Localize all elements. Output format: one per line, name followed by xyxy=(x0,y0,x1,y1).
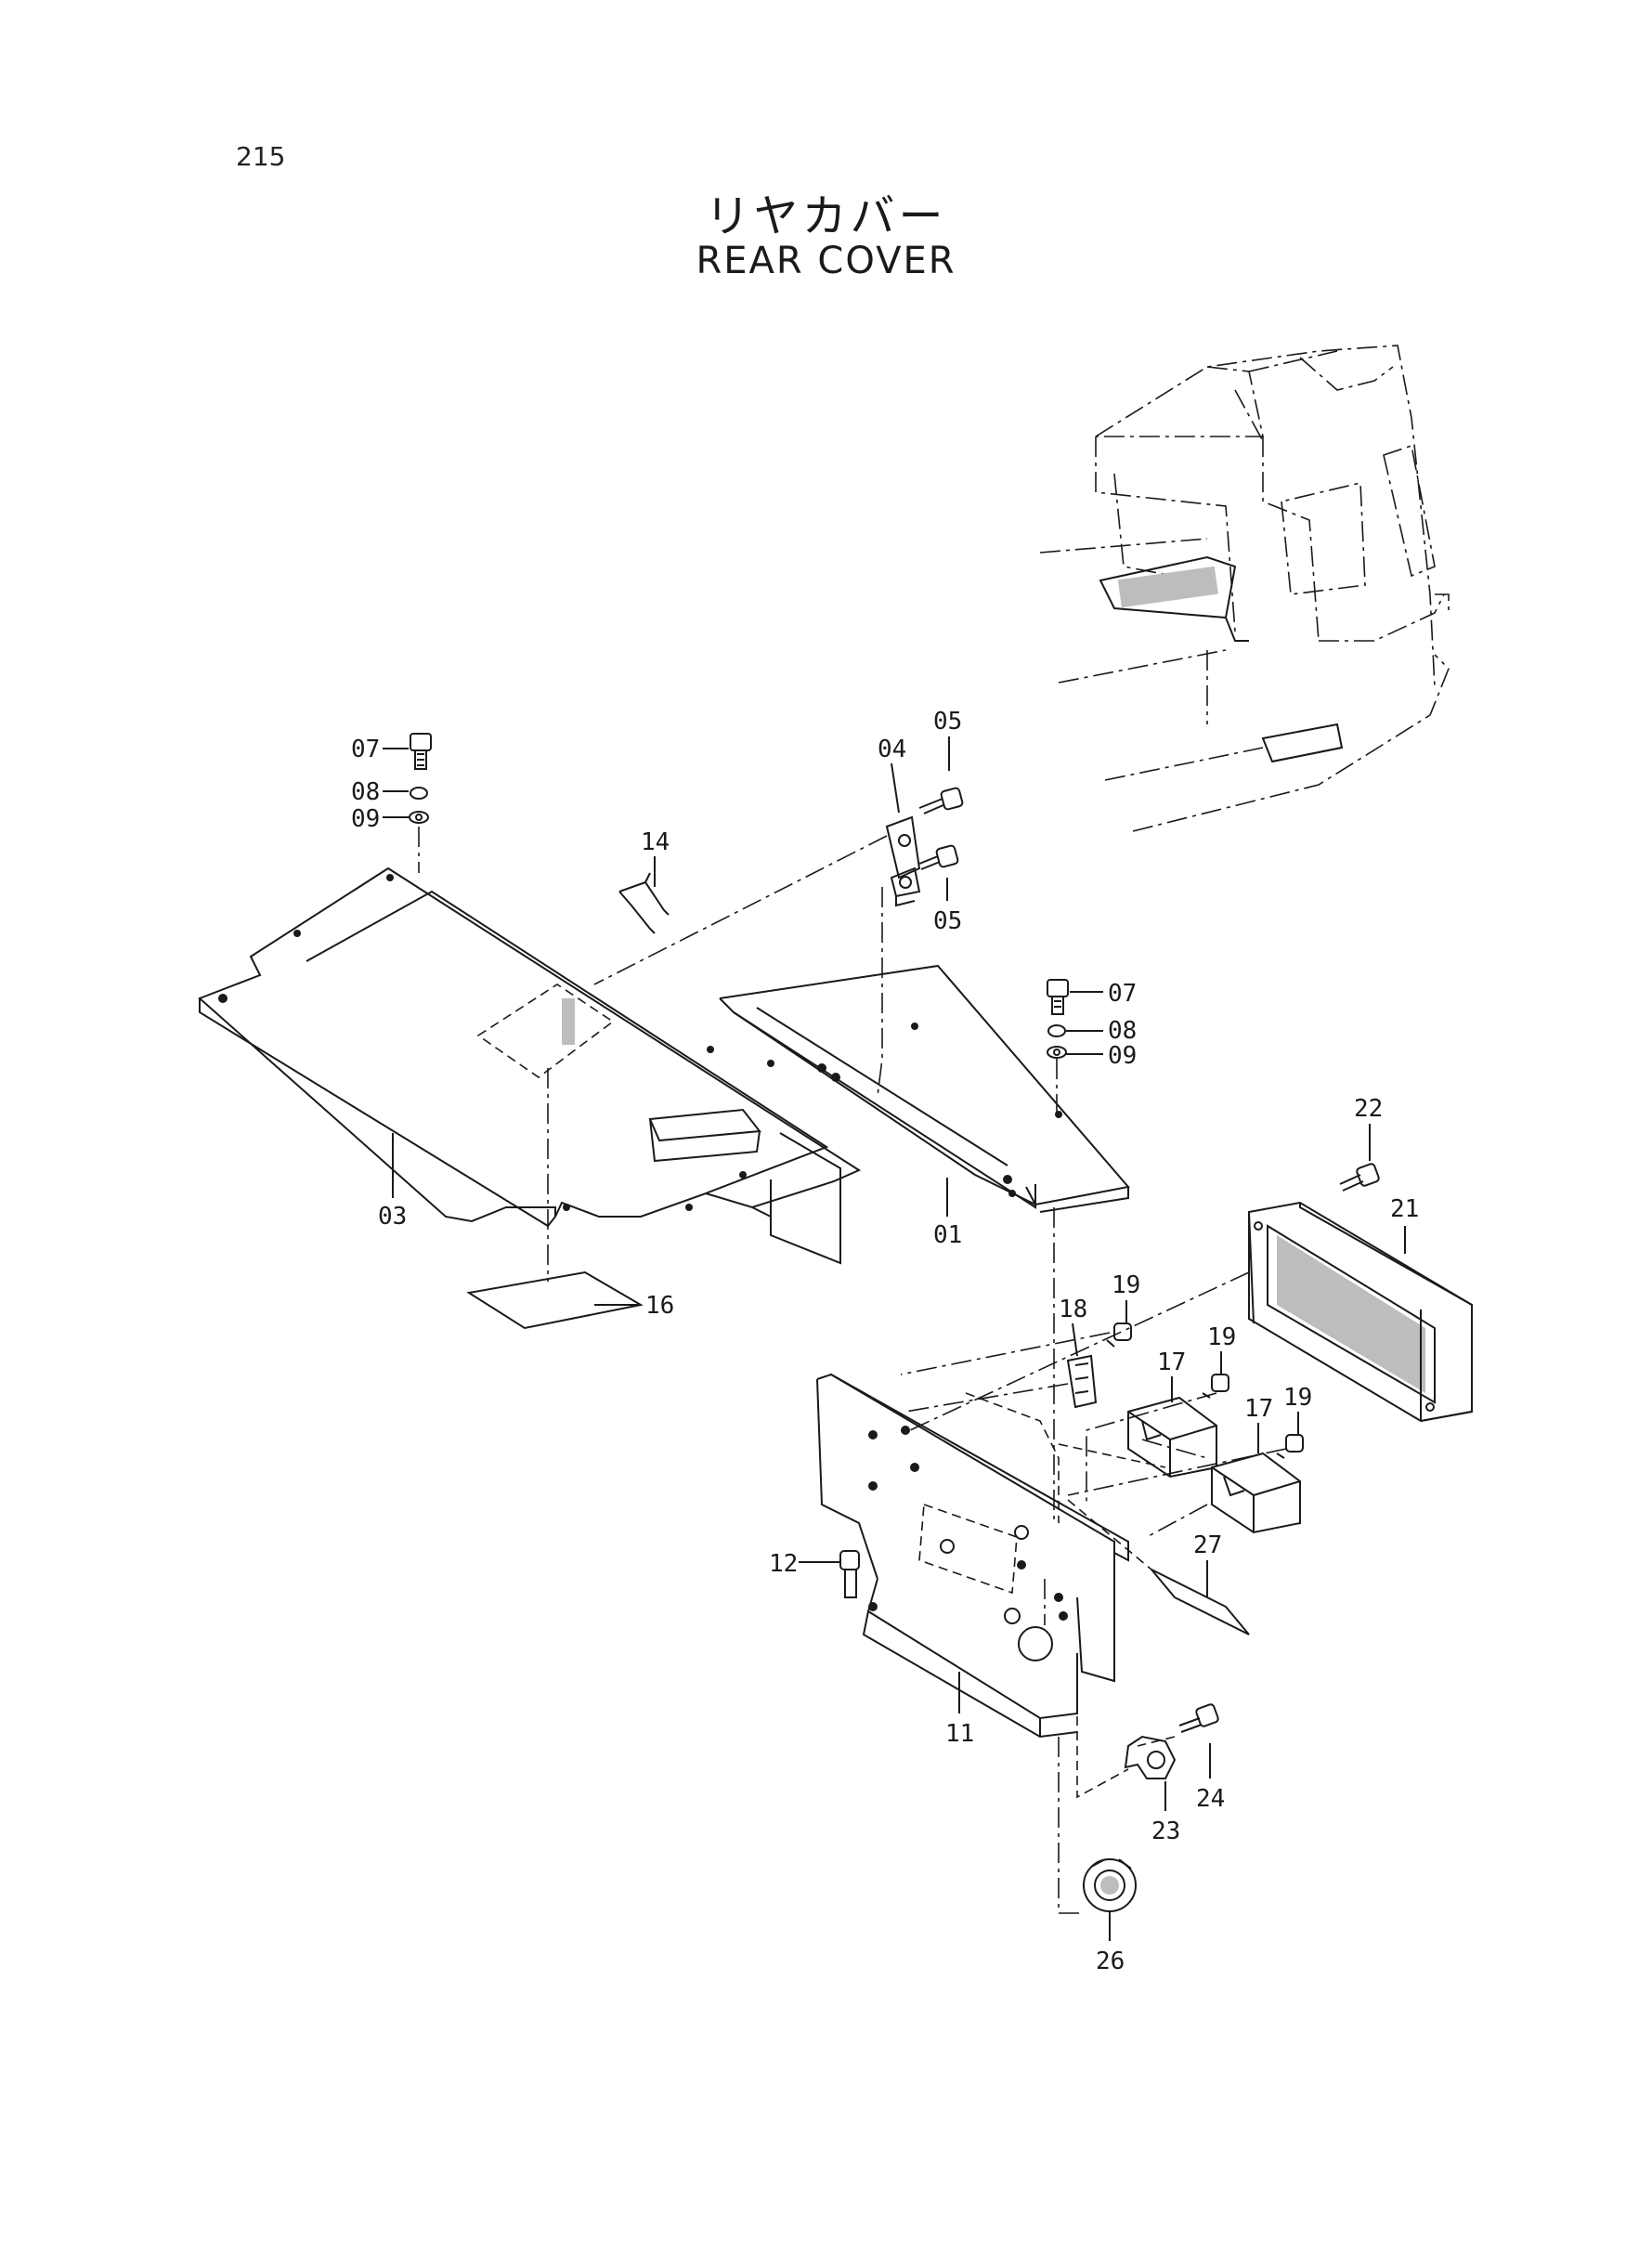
callout-labels: 07 08 09 14 04 05 05 07 08 09 03 01 16 2… xyxy=(351,708,1419,1975)
callout-18: 18 xyxy=(1059,1296,1087,1323)
callout-17-a: 17 xyxy=(1157,1348,1186,1376)
fasteners-07-08-09-left xyxy=(409,733,432,824)
part-18-relay xyxy=(1066,1354,1098,1409)
callout-07-left: 07 xyxy=(351,736,380,763)
callout-24: 24 xyxy=(1196,1785,1225,1813)
callout-11: 11 xyxy=(945,1720,974,1748)
assembly-lines xyxy=(418,827,1287,1914)
part-05-bolts xyxy=(918,787,964,870)
callout-03: 03 xyxy=(378,1203,407,1231)
part-22-bolt xyxy=(1339,1163,1380,1192)
callout-09-right: 09 xyxy=(1108,1042,1137,1070)
part-17-relay-b xyxy=(1211,1452,1301,1534)
callout-27: 27 xyxy=(1193,1531,1222,1559)
callout-05-top: 05 xyxy=(933,708,962,736)
page-number: 215 xyxy=(236,141,286,172)
callout-01: 01 xyxy=(933,1221,962,1249)
callout-22: 22 xyxy=(1354,1095,1383,1123)
callout-09-left: 09 xyxy=(351,805,380,833)
callout-21: 21 xyxy=(1390,1195,1419,1223)
part-24-bolt xyxy=(1178,1703,1219,1733)
part-16-label xyxy=(466,1270,644,1330)
leader-lines xyxy=(383,736,1406,1941)
part-23-clamp xyxy=(1124,1735,1177,1779)
callout-23: 23 xyxy=(1151,1818,1180,1845)
title-japanese: リヤカバー xyxy=(705,190,947,242)
part-27-label xyxy=(1151,1569,1250,1635)
part-21-filter-housing xyxy=(1248,1201,1473,1423)
callout-04: 04 xyxy=(878,736,906,763)
callout-08-left: 08 xyxy=(351,778,380,806)
part-12-bolt xyxy=(839,1550,860,1598)
callout-05-bottom: 05 xyxy=(933,907,962,935)
callout-12: 12 xyxy=(769,1550,798,1578)
part-03-floor-cover xyxy=(198,866,862,1265)
callout-26: 26 xyxy=(1096,1948,1125,1975)
callout-14: 14 xyxy=(641,828,670,856)
callout-19-c: 19 xyxy=(1283,1384,1312,1412)
part-14-handle xyxy=(618,872,670,934)
part-04-latch xyxy=(885,815,921,907)
callout-19-b: 19 xyxy=(1207,1323,1236,1351)
machine-cab-outline xyxy=(1039,345,1450,832)
callout-08-right: 08 xyxy=(1108,1017,1137,1045)
part-17-relay-a xyxy=(1127,1396,1217,1479)
fasteners-07-08-09-right xyxy=(1047,979,1069,1059)
part-01-cover-plate xyxy=(719,964,1130,1213)
part-26-grommet xyxy=(1083,1858,1137,1912)
callout-07-right: 07 xyxy=(1108,980,1137,1008)
callout-17-b: 17 xyxy=(1244,1395,1273,1423)
callout-16: 16 xyxy=(645,1292,674,1320)
callout-19-a: 19 xyxy=(1112,1271,1140,1299)
part-11-bracket xyxy=(816,1373,1129,1739)
title-english: REAR COVER xyxy=(696,240,956,282)
